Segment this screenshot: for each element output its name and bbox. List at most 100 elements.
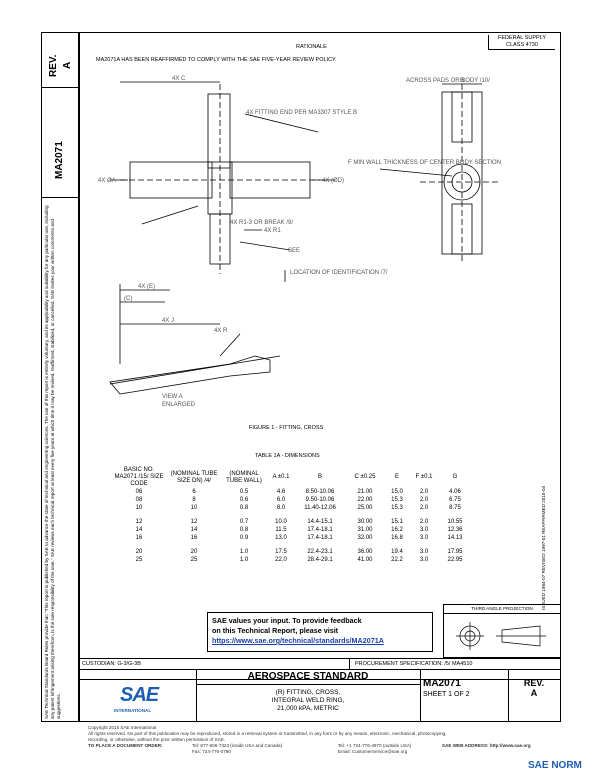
cell: 3.0 <box>419 557 429 563</box>
title-desc-3: 21,000 kPA, METRIC <box>277 705 339 712</box>
cell: 31.00 <box>357 527 373 533</box>
cell: 3.0 <box>419 549 429 555</box>
header-cell: (NOMINAL TUBE SIZE DN) /4/ <box>170 470 218 484</box>
tel-intl: Tel: +1 724-776-4970 (outside USA) <box>338 743 412 748</box>
header-cell: E <box>394 474 399 480</box>
cell: 6.75 <box>449 497 461 503</box>
aerospace-standard: AEROSPACE STANDARD <box>196 670 420 685</box>
projection-box: THIRD ANGLE PROJECTION <box>443 604 561 658</box>
cell: 2.0 <box>419 505 429 511</box>
web-address[interactable]: SAE WEB ADDRESS: http://www.sae.org <box>442 743 531 748</box>
view-a-label: VIEW A <box>162 394 183 400</box>
cell: 3.0 <box>419 527 429 533</box>
table-title: TABLE 1A - DIMENSIONS <box>255 453 320 459</box>
cell: 32.00 <box>357 535 373 541</box>
cell: 8.0 <box>276 505 286 511</box>
min-wall-label: F MIN WALL THICKNESS OF CENTER BODY SECT… <box>348 160 501 166</box>
cell: 4.6 <box>276 489 286 495</box>
left-rail: REV. A MA2071 SAE Technical Standards Bo… <box>41 32 79 722</box>
rev-label: REV. <box>48 54 59 77</box>
cell: 16.8 <box>391 535 403 541</box>
feedback-line1: SAE values your input. To provide feedba… <box>212 616 362 625</box>
cell: 17.5 <box>275 549 287 555</box>
cell: 8 <box>192 497 196 503</box>
dim-4xd: 4X (ØD) <box>322 178 344 184</box>
email[interactable]: Email: CustomerService@sae.org <box>338 749 408 754</box>
cell: 22.95 <box>447 557 463 563</box>
location-label: LOCATION OF IDENTIFICATION /7/ <box>290 270 388 276</box>
sheet-number: SHEET 1 OF 2 <box>423 691 470 698</box>
rev-value: A <box>62 61 73 69</box>
cell: 14.13 <box>447 535 463 541</box>
cell: 6 <box>192 489 196 495</box>
logo-cell: SAE INTERNATIONAL <box>80 670 197 721</box>
cell: 15.0 <box>391 489 403 495</box>
cell: 0.7 <box>239 519 249 525</box>
tel-usa: Tel: 877-606-7323 (inside USA and Canada… <box>192 743 283 748</box>
right-rail-dates: ISSUED 1984-07 REVISED 1997-01 REAFFIRME… <box>541 485 546 610</box>
header-cell: BASIC NO. MA2071 /15/ SIZE CODE <box>114 467 164 487</box>
sae-logo: SAE <box>120 684 159 706</box>
dimensions-table: BASIC NO. MA2071 /15/ SIZE CODE (NOMINAL… <box>110 467 472 564</box>
title-desc-2: INTEGRAL WELD RING, <box>271 697 345 704</box>
cell: 11.40-12.06 <box>304 505 336 511</box>
cell: 3.0 <box>419 535 429 541</box>
dim-4xe: 4X (E) <box>138 284 155 290</box>
header-cell: C ±0.25 <box>354 474 376 480</box>
title-doc-number: MA2071 <box>423 678 461 689</box>
dim-4xr1: 4X R1 <box>264 228 281 234</box>
cell: 16 <box>190 535 198 541</box>
dimensions-table-wrap: BASIC NO. MA2071 /15/ SIZE CODE (NOMINAL… <box>110 467 472 564</box>
cell: 19.4 <box>391 549 403 555</box>
disclaimer-text: SAE Technical Standards Board Rules prov… <box>44 205 61 719</box>
projection-label: THIRD ANGLE PROJECTION <box>444 605 560 614</box>
drawing-frame <box>79 32 561 680</box>
fax: Fax: 724-776-0790 <box>192 749 231 754</box>
feedback-box: SAE values your input. To provide feedba… <box>207 612 433 652</box>
dim-4xa: 4X ØA <box>98 178 116 184</box>
cell: 1.0 <box>239 549 249 555</box>
dim-b: B <box>460 78 464 84</box>
feedback-line2: on this Technical Report, please visit <box>212 626 339 635</box>
dim-c: (C) <box>124 296 132 302</box>
table-header-row: BASIC NO. MA2071 /15/ SIZE CODE (NOMINAL… <box>110 467 472 488</box>
cell: 22.00 <box>357 497 373 503</box>
doc-cell: MA2071 SHEET 1 OF 2 <box>420 670 509 721</box>
cell: 15.1 <box>391 519 403 525</box>
procurement-text: PROCUREMENT SPECIFICATION: /5/ MA4510 <box>355 661 473 667</box>
cell: 28.4-29.1 <box>307 557 333 563</box>
dim-4xj: 4X J <box>162 318 174 324</box>
fitting-end-label: 4X FITTING END PER MA3307 STYLE B <box>246 110 357 116</box>
cell: 10 <box>135 505 143 511</box>
cell: 14 <box>135 527 143 533</box>
break-label: 4X R1-3 OR BREAK /9/ <box>230 220 293 226</box>
sae-logo-sub: INTERNATIONAL <box>114 708 152 713</box>
header-cell: F ±0.1 <box>415 474 433 480</box>
cell: 25 <box>190 557 198 563</box>
cell: 0.8 <box>239 527 249 533</box>
cell: 16.2 <box>391 527 403 533</box>
across-label: ACROSS PADS OR BODY /10/ <box>406 78 490 84</box>
cell: 1.0 <box>239 557 249 563</box>
cell: 2.0 <box>419 519 429 525</box>
copyright-line1: Copyright 2015 SAE International <box>88 725 157 730</box>
cell: 15.3 <box>391 497 403 503</box>
cell: 2.0 <box>419 497 429 503</box>
cell: 14.4-15.1 <box>307 519 333 525</box>
federal-supply-class: FEDERAL SUPPLY CLASS 4730 <box>488 35 555 50</box>
cell: 10 <box>190 505 198 511</box>
cell: 12 <box>190 519 198 525</box>
header-cell: A ±0.1 <box>272 474 290 480</box>
cell: 17.95 <box>447 549 463 555</box>
cell: 13.0 <box>275 535 287 541</box>
projection-symbol-icon <box>456 622 546 650</box>
rationale-text: MA2071A HAS BEEN REAFFIRMED TO COMPLY WI… <box>96 57 337 63</box>
cell: 25.00 <box>357 505 373 511</box>
order-label: TO PLACE A DOCUMENT ORDER: <box>88 743 163 748</box>
feedback-link[interactable]: https://www.sae.org/technical/standards/… <box>212 636 384 645</box>
cell: 30.00 <box>357 519 373 525</box>
